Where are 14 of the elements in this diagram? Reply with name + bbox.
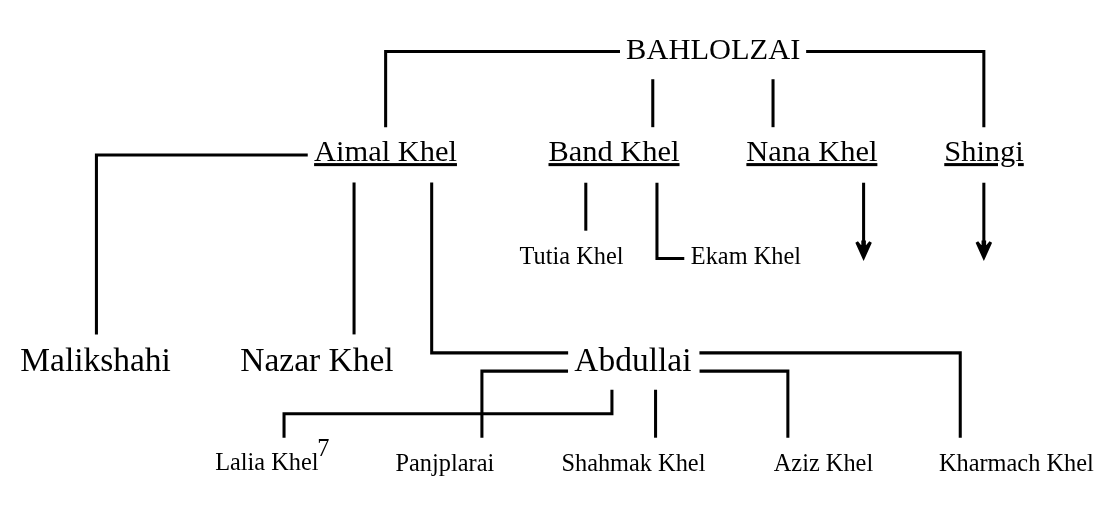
node-text: Panjplarai: [395, 449, 495, 477]
node-text: Shahmak Khel: [561, 449, 706, 477]
node-text: Tutia Khel: [519, 242, 624, 270]
node-text: Shingi: [944, 134, 1024, 169]
node-text: Band Khel: [548, 134, 680, 169]
node-text: Aimal Khel: [314, 134, 457, 169]
node-text: Nana Khel: [746, 134, 878, 169]
node-text: Malikshahi: [20, 340, 171, 378]
node-text: Ekam Khel: [690, 242, 802, 270]
node-text: Kharmach Khel: [938, 449, 1094, 477]
node-text: Aziz Khel: [773, 449, 874, 477]
node-text: Nazar Khel: [240, 340, 394, 378]
node-text: BAHLOLZAI: [626, 32, 801, 67]
node-text: Abdullai: [574, 340, 692, 378]
